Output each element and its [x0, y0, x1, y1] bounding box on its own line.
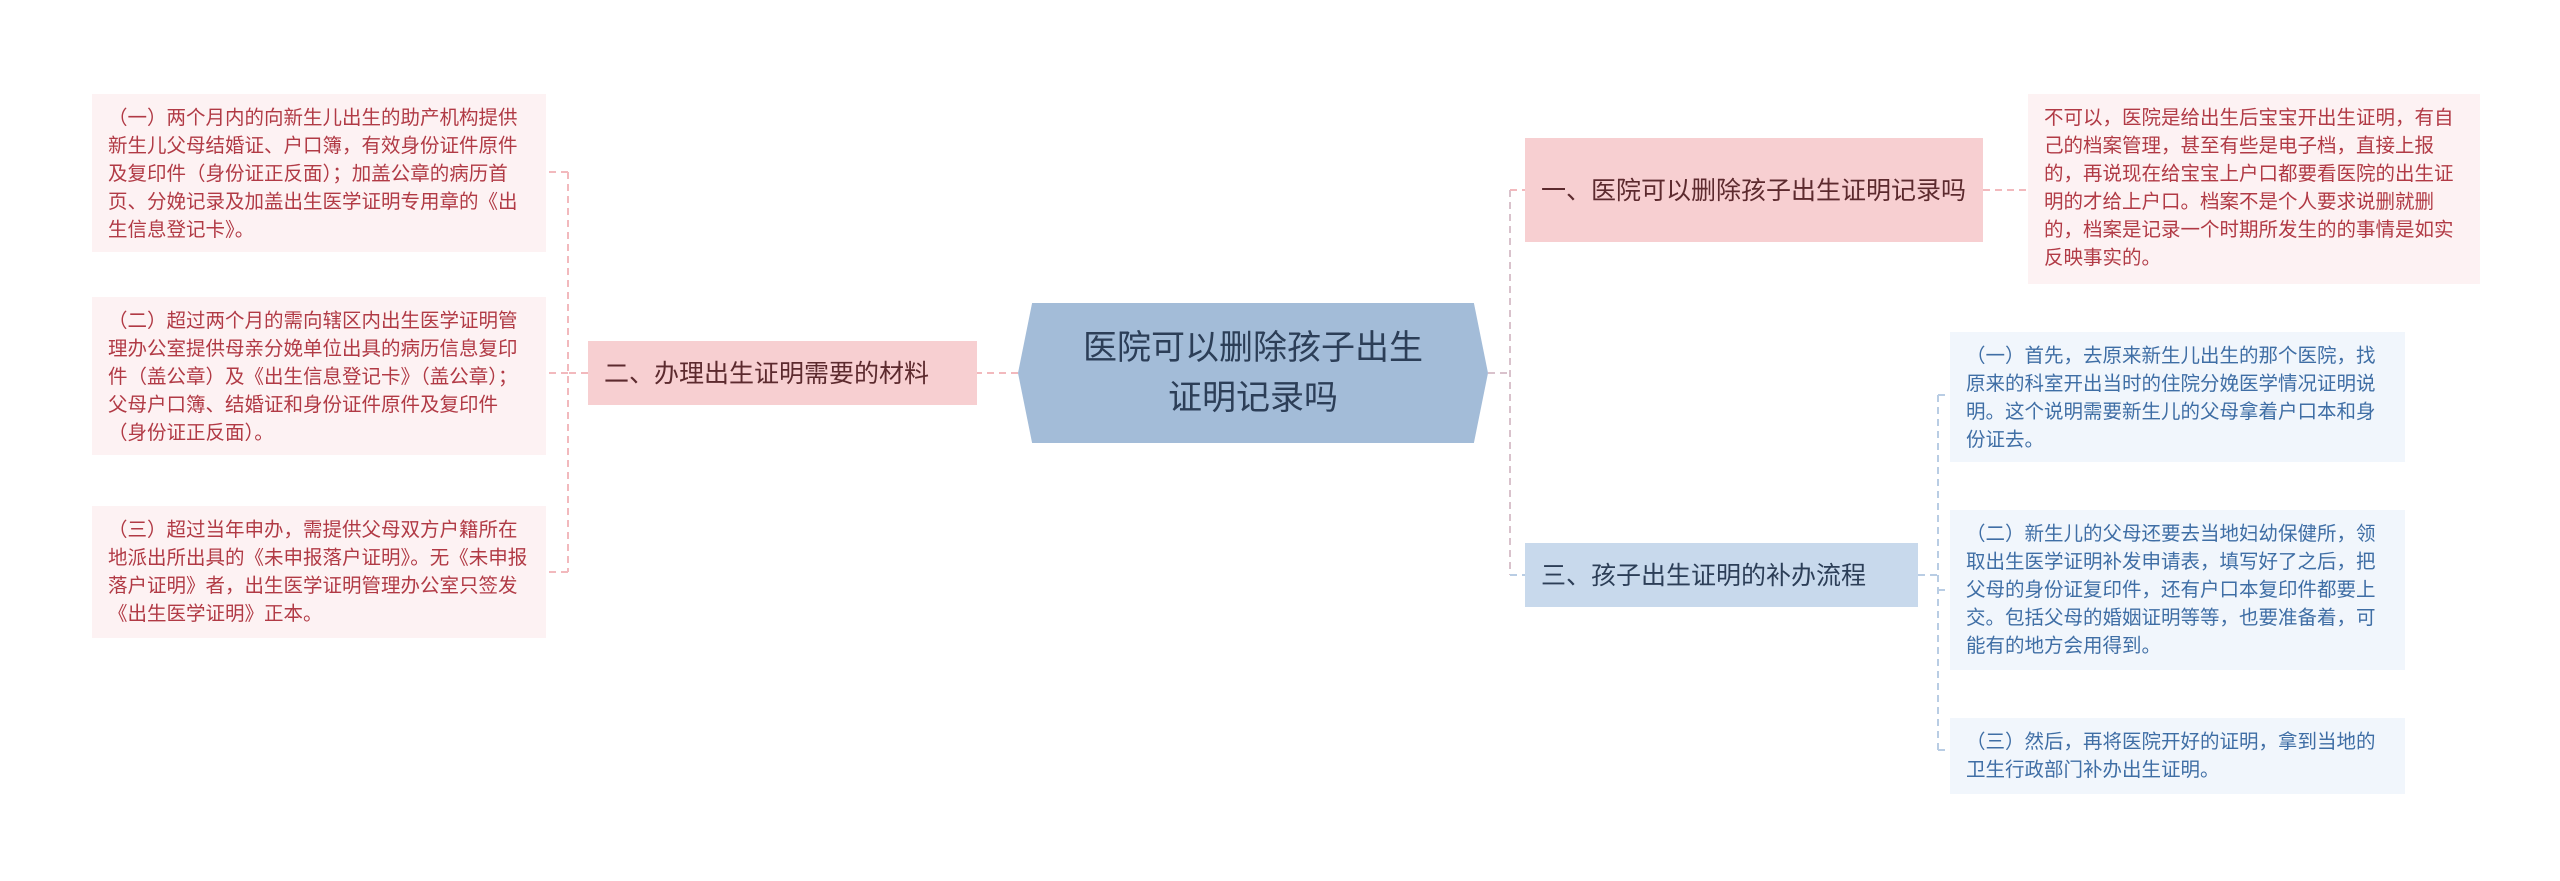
- branch-2-node[interactable]: 二、办理出生证明需要的材料: [588, 341, 977, 405]
- branch-2-leaf-1-text: （一）两个月内的向新生儿出生的助产机构提供新生儿父母结婚证、户口簿，有效身份证件…: [108, 106, 518, 241]
- branch-1-leaf-1[interactable]: 不可以，医院是给出生后宝宝开出生证明，有自己的档案管理，甚至有些是电子档，直接上…: [2028, 94, 2480, 284]
- branch-1-label: 一、医院可以删除孩子出生证明记录吗: [1541, 175, 1967, 205]
- branch-2-leaf-3[interactable]: （三）超过当年申办，需提供父母双方户籍所在地派出所出具的《未申报落户证明》。无《…: [92, 506, 546, 638]
- branch-3-node[interactable]: 三、孩子出生证明的补办流程: [1525, 543, 1918, 607]
- branch-3-leaf-2-text: （二）新生儿的父母还要去当地妇幼保健所，领取出生医学证明补发申请表，填写好了之后…: [1966, 522, 2376, 657]
- branch-3-leaf-3[interactable]: （三）然后，再将医院开好的证明，拿到当地的卫生行政部门补办出生证明。: [1950, 718, 2405, 794]
- branch-2-leaf-2-text: （二）超过两个月的需向辖区内出生医学证明管理办公室提供母亲分娩单位出具的病历信息…: [108, 309, 518, 444]
- central-topic-label: 医院可以删除孩子出生证明记录吗: [1083, 328, 1423, 418]
- branch-1-node[interactable]: 一、医院可以删除孩子出生证明记录吗: [1525, 138, 1983, 242]
- branch-3-leaf-1-text: （一）首先，去原来新生儿出生的那个医院，找原来的科室开出当时的住院分娩医学情况证…: [1966, 344, 2376, 451]
- branch-1-leaf-1-text: 不可以，医院是给出生后宝宝开出生证明，有自己的档案管理，甚至有些是电子档，直接上…: [2044, 106, 2454, 269]
- branch-2-leaf-2[interactable]: （二）超过两个月的需向辖区内出生医学证明管理办公室提供母亲分娩单位出具的病历信息…: [92, 297, 546, 455]
- branch-2-leaf-3-text: （三）超过当年申办，需提供父母双方户籍所在地派出所出具的《未申报落户证明》。无《…: [108, 518, 528, 625]
- branch-3-leaf-3-text: （三）然后，再将医院开好的证明，拿到当地的卫生行政部门补办出生证明。: [1966, 730, 2376, 781]
- branch-2-label: 二、办理出生证明需要的材料: [604, 358, 930, 388]
- branch-2-leaf-1[interactable]: （一）两个月内的向新生儿出生的助产机构提供新生儿父母结婚证、户口簿，有效身份证件…: [92, 94, 546, 252]
- branch-3-label: 三、孩子出生证明的补办流程: [1541, 560, 1867, 590]
- branch-3-leaf-1[interactable]: （一）首先，去原来新生儿出生的那个医院，找原来的科室开出当时的住院分娩医学情况证…: [1950, 332, 2405, 462]
- branch-3-leaf-2[interactable]: （二）新生儿的父母还要去当地妇幼保健所，领取出生医学证明补发申请表，填写好了之后…: [1950, 510, 2405, 670]
- central-topic[interactable]: 医院可以删除孩子出生证明记录吗: [1018, 303, 1488, 443]
